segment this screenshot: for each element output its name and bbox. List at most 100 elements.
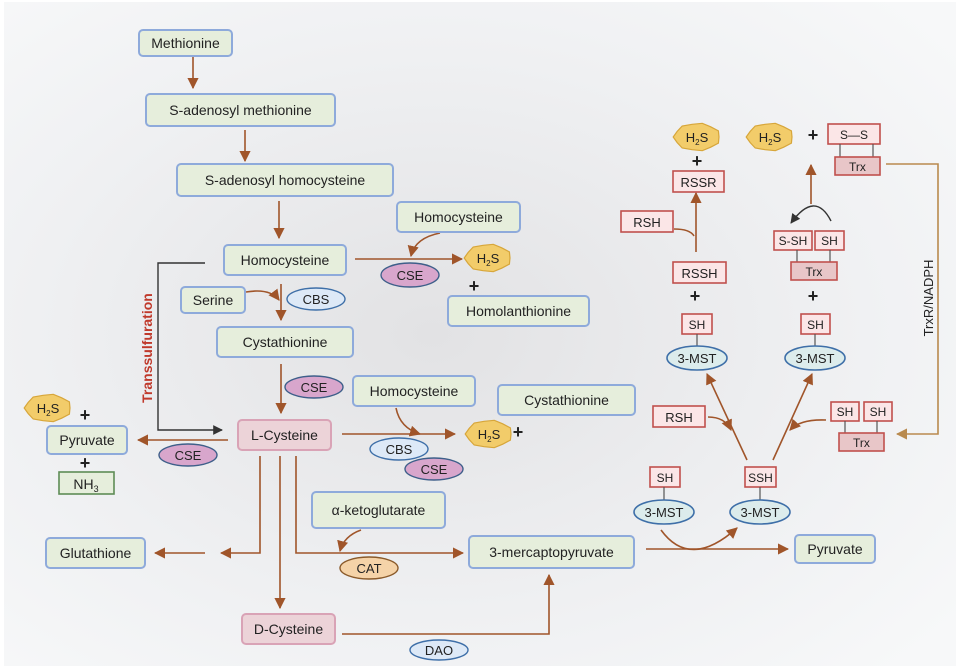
h2s-cloud-shape — [745, 122, 793, 152]
tag-sh-mst2-label: SH — [807, 318, 824, 332]
h2s-cloud-shape — [463, 243, 511, 273]
h2s-cloud-shape — [672, 122, 720, 152]
h2s-label: H2S — [37, 401, 60, 418]
node-sah-label: S-adenosyl homocysteine — [205, 172, 366, 188]
trx-top: Trx — [834, 156, 881, 176]
enzyme-cse-2: CSE — [284, 375, 344, 399]
plus-sign: + — [80, 453, 91, 473]
node-3-mercaptopyruvate: 3-mercaptopyruvate — [468, 535, 635, 569]
node-homocysteine-top: Homocysteine — [396, 201, 521, 233]
tag-sh-trx-mid: SH — [814, 230, 845, 251]
arrow-trx-join — [789, 418, 827, 431]
enzyme-cse-2-label: CSE — [301, 380, 328, 395]
nh3-main: NH — [73, 476, 93, 492]
enzyme-cbs-2-label: CBS — [386, 442, 413, 457]
arrow-homocysteine-mid-join — [395, 407, 422, 437]
node-homocysteine-mid: Homocysteine — [352, 375, 476, 407]
enzyme-3-mst-4: 3-MST — [729, 499, 791, 525]
trx-mid-label: Trx — [806, 265, 823, 279]
tag-s-s: S—S — [827, 123, 881, 145]
node-homocysteine-top-label: Homocysteine — [414, 209, 503, 225]
mst-group-1: SH 3-MST — [666, 313, 728, 371]
node-sah: S-adenosyl homocysteine — [176, 163, 394, 197]
arrow-lcysteine-mercaptopyruvate — [295, 456, 465, 559]
enzyme-3-mst-2: 3-MST — [784, 345, 846, 371]
arrow-serine-join — [245, 288, 280, 301]
node-serine: Serine — [180, 286, 246, 314]
h2s-label: H2S — [478, 427, 501, 444]
node-alpha-ketoglutarate-label: α-ketoglutarate — [332, 502, 426, 518]
enzyme-cse-3: CSE — [158, 443, 218, 467]
arrow-mst-sh-to-ssh — [660, 527, 738, 551]
mst-group-3: SH 3-MST — [633, 466, 695, 525]
node-cystathionine-main-label: Cystathionine — [243, 334, 328, 350]
node-glutathione-label: Glutathione — [60, 545, 132, 561]
node-pyruvate-left-label: Pyruvate — [59, 432, 114, 448]
plus-sign: + — [808, 286, 819, 306]
tag-ssh-mst4: SSH — [744, 466, 777, 488]
tag-rsh-bottom: RSH — [652, 405, 706, 428]
node-pyruvate-left: Pyruvate — [46, 425, 128, 455]
tag-s-s-label: S—S — [840, 128, 868, 142]
node-cystathionine-main: Cystathionine — [216, 326, 354, 358]
tag-rsh-bottom-label: RSH — [665, 410, 692, 425]
plus-sign: + — [692, 151, 703, 171]
tag-rsh-top-label: RSH — [633, 215, 660, 230]
enzyme-3-mst-1-label: 3-MST — [678, 351, 717, 366]
tag-sh-mst3: SH — [649, 466, 681, 488]
trx-top-label: Trx — [849, 160, 866, 174]
node-glutathione: Glutathione — [45, 537, 146, 569]
enzyme-cse-1: CSE — [380, 262, 440, 288]
plus-sign: + — [513, 422, 524, 442]
arrow-akg-join — [337, 529, 362, 553]
tag-rsh-top: RSH — [620, 210, 674, 233]
h2s-cloud-pyruvate: H2S — [23, 393, 71, 423]
node-serine-label: Serine — [193, 292, 234, 308]
tag-ssh-mst4-label: SSH — [748, 471, 773, 485]
tag-sh-trx-a-label: SH — [837, 405, 854, 419]
node-methionine-label: Methionine — [151, 35, 220, 51]
node-nh3-label: NH3 — [73, 476, 98, 494]
transsulfuration-bracket — [157, 262, 223, 435]
node-d-cysteine-label: D-Cysteine — [254, 621, 323, 637]
mst-group-2: SH 3-MST — [784, 313, 846, 371]
enzyme-cse-1-label: CSE — [397, 268, 424, 283]
tag-sh-trx-b: SH — [863, 401, 893, 422]
enzyme-cbs-1-label: CBS — [303, 292, 330, 307]
node-homolanthionine: Homolanthionine — [447, 295, 590, 327]
enzyme-dao: DAO — [409, 639, 469, 661]
node-methionine: Methionine — [138, 29, 233, 57]
arrow-ssh-to-mst2 — [772, 372, 813, 461]
enzyme-3-mst-3-label: 3-MST — [645, 505, 684, 520]
tag-s-sh: S-SH — [773, 230, 813, 251]
enzyme-cbs-2: CBS — [369, 437, 429, 461]
plus-sign: + — [469, 276, 480, 296]
trx-top-group: S—S Trx — [827, 123, 881, 176]
enzyme-cse-4: CSE — [404, 457, 464, 481]
plus-sign: + — [80, 405, 91, 425]
node-sam: S-adenosyl methionine — [145, 93, 336, 127]
arrows — [136, 57, 939, 635]
h2s-cloud-cysteine: H2S — [464, 419, 512, 449]
arrow-ssh-to-mst1 — [706, 372, 748, 461]
enzyme-3-mst-3: 3-MST — [633, 499, 695, 525]
trx-mid-group: S-SH SH Trx — [773, 230, 845, 281]
trx-bottom-group: SH SH Trx — [830, 401, 893, 452]
arrow-lcysteine-glutathione-1 — [219, 456, 261, 559]
node-sam-label: S-adenosyl methionine — [169, 102, 312, 118]
node-alpha-ketoglutarate: α-ketoglutarate — [311, 491, 446, 529]
transsulfuration-label: Transsulfuration — [139, 293, 155, 403]
arrow-dcysteine-mercaptopyruvate — [342, 573, 555, 635]
h2s-label: H2S — [686, 130, 709, 147]
node-l-cysteine-label: L-Cysteine — [251, 427, 318, 443]
node-cystathionine-right: Cystathionine — [497, 384, 636, 416]
tag-sh-mst2: SH — [800, 313, 831, 335]
enzyme-cat: CAT — [339, 556, 399, 580]
enzyme-cbs-1: CBS — [286, 287, 346, 311]
node-homolanthionine-label: Homolanthionine — [466, 303, 571, 319]
arrow-homocysteine-top-join — [407, 232, 441, 258]
arrow-trxr-nadph-cycle — [886, 163, 939, 440]
node-l-cysteine: L-Cysteine — [237, 419, 332, 451]
